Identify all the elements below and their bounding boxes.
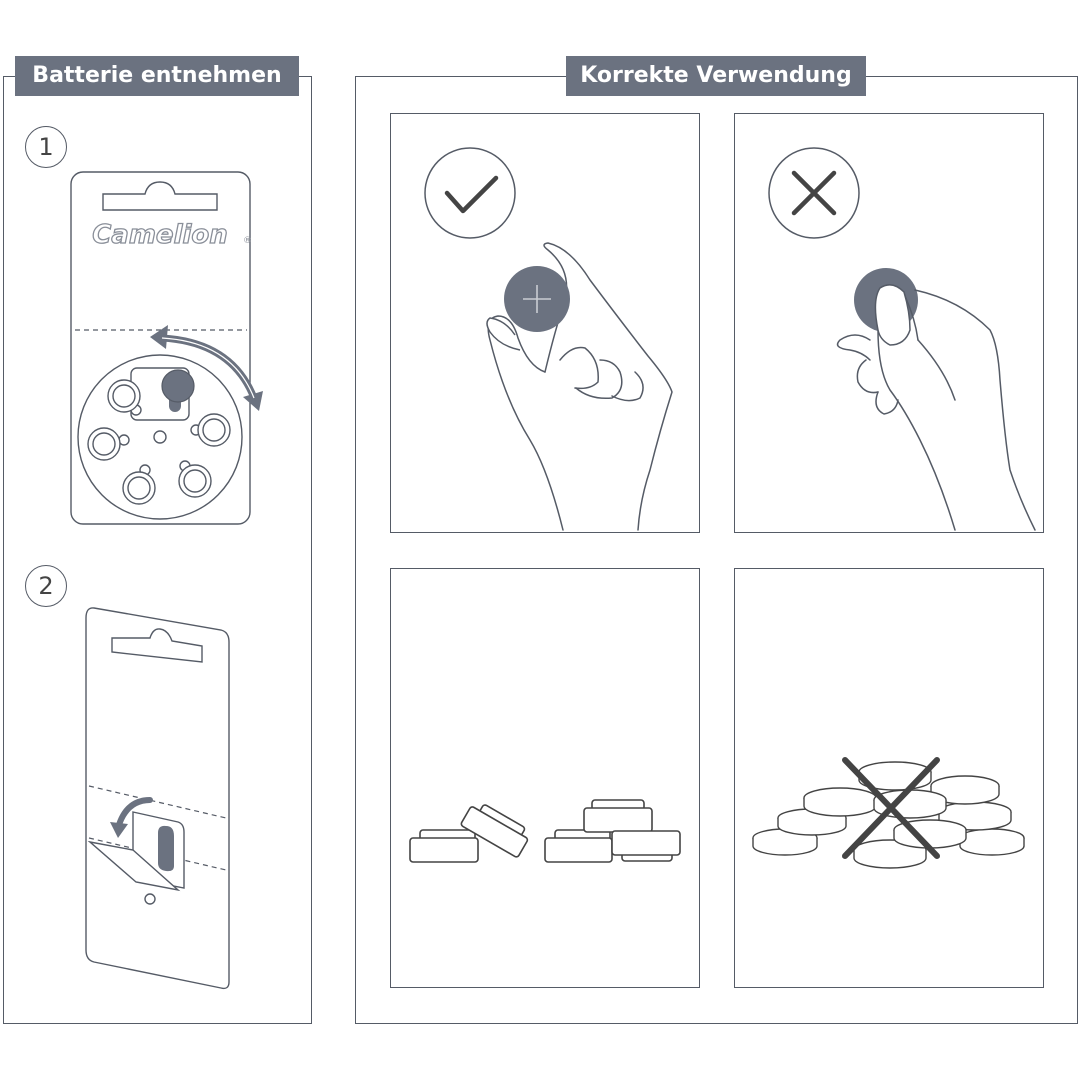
- step-2-number: 2: [25, 565, 67, 607]
- cell-incorrect-storage: [734, 568, 1044, 988]
- left-panel: [3, 76, 312, 1024]
- cell-correct-storage: [390, 568, 700, 988]
- cell-incorrect-grip: [734, 113, 1044, 533]
- left-section-title: Batterie entnehmen: [15, 56, 299, 96]
- right-section-title: Korrekte Verwendung: [566, 56, 866, 96]
- step-1-number: 1: [25, 126, 67, 168]
- cell-correct-grip: [390, 113, 700, 533]
